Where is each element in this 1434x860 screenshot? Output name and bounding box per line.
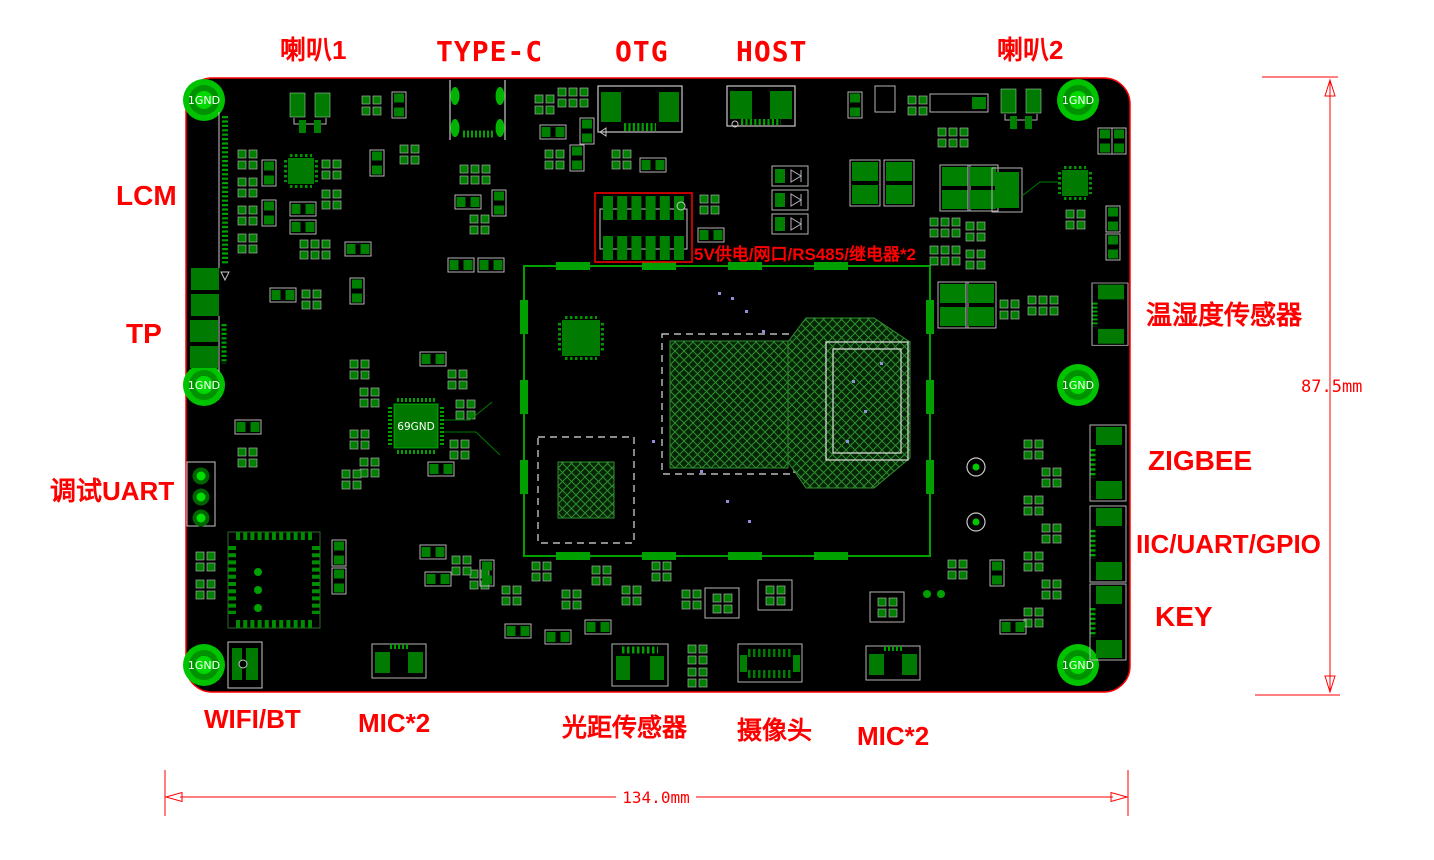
type-c-connector (449, 80, 506, 140)
svg-text:69GND: 69GND (397, 421, 434, 433)
height-dimension-line: 87.5mm (1255, 76, 1362, 696)
width-dimension-line: 134.0mm (164, 770, 1129, 816)
wifi-antenna-connector (227, 641, 263, 689)
label-mic-right: MIC*2 (857, 721, 930, 751)
shield-outline (520, 262, 934, 560)
component-cluster-right-mid (947, 439, 1062, 635)
label-zigbee: ZIGBEE (1148, 445, 1253, 476)
label-tp: TP (126, 318, 162, 349)
host-connector (726, 85, 796, 128)
shield-qfn-chip (558, 316, 604, 360)
label-mic-left: MIC*2 (358, 708, 431, 738)
debug-uart-header (186, 461, 216, 527)
power-relay-connector (594, 192, 693, 263)
pmic-region (537, 436, 635, 544)
pmu-chip: 69GND (388, 398, 444, 454)
solder-specks (652, 292, 883, 523)
memory-chip (787, 317, 911, 489)
svg-text:1GND: 1GND (1062, 659, 1094, 672)
component-cluster-mid-left (234, 351, 501, 490)
light-sensor-connector (611, 643, 669, 687)
label-type-c: TYPE-C (436, 35, 544, 68)
svg-text:1GND: 1GND (188, 659, 220, 672)
component-cluster-diodes (771, 159, 1059, 329)
label-light-sensor: 光距传感器 (562, 714, 688, 742)
lcm-edge-connector (191, 112, 230, 316)
svg-text:1GND: 1GND (188, 94, 220, 107)
power-highlight-box (594, 192, 693, 263)
label-power-annotation: 5V供电/网口/RS485/继电器*2 (694, 245, 917, 264)
label-lcm: LCM (116, 180, 177, 211)
label-host: HOST (736, 35, 808, 68)
label-debug-uart: 调试UART (50, 476, 175, 506)
label-camera: 摄像头 (737, 717, 813, 745)
board-width-value: 134.0mm (622, 788, 689, 807)
cpu-chip (661, 333, 795, 475)
component-cluster-bottom-mid (195, 539, 945, 688)
label-iic-uart-gpio: IIC/UART/GPIO (1136, 529, 1321, 559)
label-otg: OTG (615, 35, 669, 68)
label-wifi-bt: WIFI/BT (204, 704, 301, 734)
label-temp-humidity: 温湿度传感器 (1146, 300, 1303, 330)
component-cluster-top-right (847, 85, 1127, 261)
tp-connector (190, 316, 227, 372)
board-height-value: 87.5mm (1301, 377, 1362, 397)
svg-text:1GND: 1GND (1062, 94, 1094, 107)
gnd-pads: 1GND 1GND 1GND 1GND 1GND 1GND (183, 79, 1099, 686)
label-speaker1: 喇叭1 (280, 35, 347, 65)
svg-text:1GND: 1GND (1062, 379, 1094, 392)
otg-connector (597, 85, 683, 137)
label-speaker2: 喇叭2 (997, 35, 1064, 65)
label-key: KEY (1155, 601, 1213, 632)
svg-text:1GND: 1GND (188, 379, 220, 392)
wifi-bt-module (227, 531, 321, 629)
